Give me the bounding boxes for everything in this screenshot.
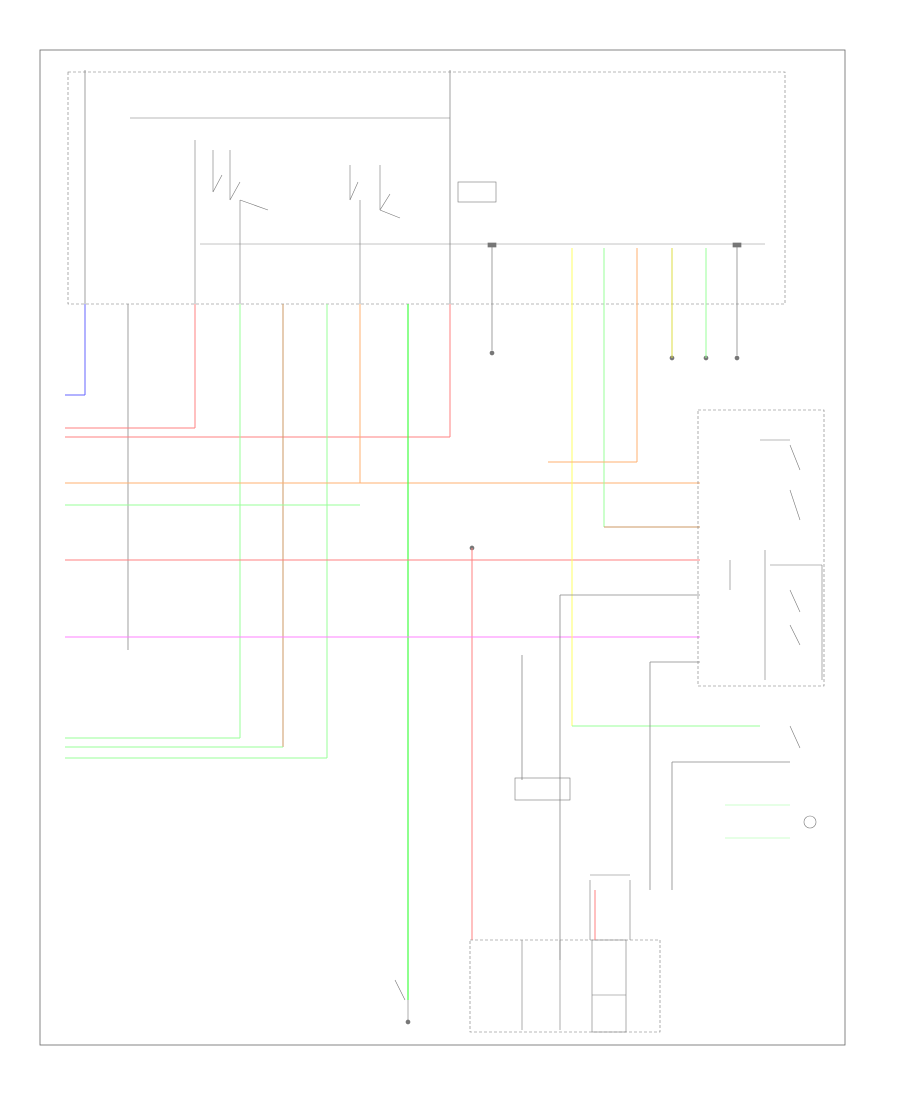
relay-box [457, 181, 497, 203]
ground-symbols [405, 242, 742, 1025]
hazard-switch-box [697, 409, 825, 687]
outer-frame [39, 49, 846, 1046]
module-box [67, 71, 786, 305]
bottom-switch [394, 979, 409, 1022]
junction-connector [514, 777, 571, 801]
turn-switches [194, 140, 401, 304]
combination-meter-box [469, 939, 661, 1033]
combination-meter-internals [521, 874, 631, 1033]
hazard-switch-contacts [729, 439, 823, 680]
brake-switch [725, 725, 817, 839]
